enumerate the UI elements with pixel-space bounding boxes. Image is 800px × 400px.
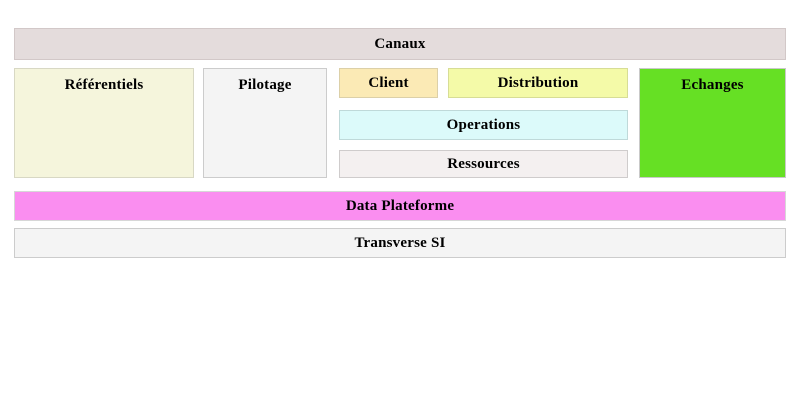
block-transverse-si[interactable]: Transverse SI <box>14 228 786 258</box>
block-ressources-label: Ressources <box>447 156 520 172</box>
block-ressources[interactable]: Ressources <box>339 150 628 178</box>
block-canaux[interactable]: Canaux <box>14 28 786 60</box>
block-data-plateforme-label: Data Plateforme <box>345 198 455 214</box>
block-canaux-label: Canaux <box>374 36 426 52</box>
block-distribution-label: Distribution <box>497 75 579 91</box>
block-operations[interactable]: Operations <box>339 110 628 140</box>
block-referentiels-label: Référentiels <box>64 77 144 93</box>
block-distribution[interactable]: Distribution <box>448 68 628 98</box>
block-data-plateforme[interactable]: Data Plateforme <box>14 191 786 221</box>
block-client[interactable]: Client <box>339 68 438 98</box>
block-client-label: Client <box>368 75 409 91</box>
block-echanges[interactable]: Echanges <box>639 68 786 178</box>
block-echanges-label: Echanges <box>681 77 744 93</box>
block-referentiels[interactable]: Référentiels <box>14 68 194 178</box>
block-pilotage-label: Pilotage <box>238 77 292 93</box>
block-operations-label: Operations <box>446 117 521 133</box>
block-pilotage[interactable]: Pilotage <box>203 68 327 178</box>
block-transverse-si-label: Transverse SI <box>354 235 446 251</box>
